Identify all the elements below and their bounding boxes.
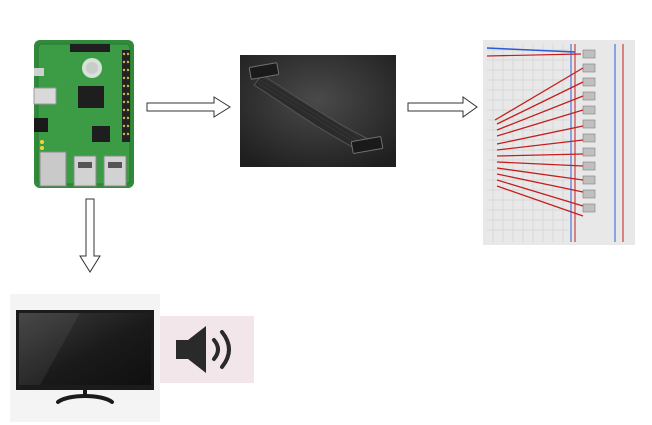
arrow-ribbon-to-breadboard <box>407 96 479 118</box>
monitor-icon <box>10 294 160 422</box>
breadboard-node <box>483 40 635 245</box>
breadboard-wiring-icon <box>483 40 635 245</box>
ribbon-cable-node <box>240 55 396 167</box>
speaker-node <box>160 316 254 383</box>
raspberry-pi-board-icon <box>33 40 134 188</box>
arrow-rpi-to-monitor <box>79 198 101 274</box>
ribbon-cable-icon <box>240 55 396 167</box>
arrow-rpi-to-ribbon <box>146 96 232 118</box>
raspberry-pi-node <box>30 38 138 190</box>
speaker-icon <box>160 316 254 383</box>
monitor-node <box>10 294 160 422</box>
